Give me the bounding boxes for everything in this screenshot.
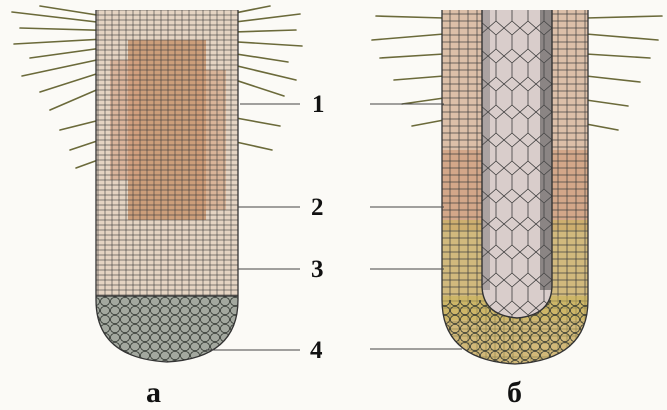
label-number-2: 2 — [311, 195, 324, 220]
leader-lines — [206, 104, 462, 350]
root-tip-b — [372, 10, 662, 370]
panel-label-a: а — [146, 378, 161, 408]
panel-label-b: б — [507, 378, 522, 408]
root-tip-a — [12, 6, 302, 366]
label-number-1: 1 — [312, 92, 325, 117]
label-number-3: 3 — [311, 257, 324, 282]
label-number-4: 4 — [310, 338, 323, 363]
